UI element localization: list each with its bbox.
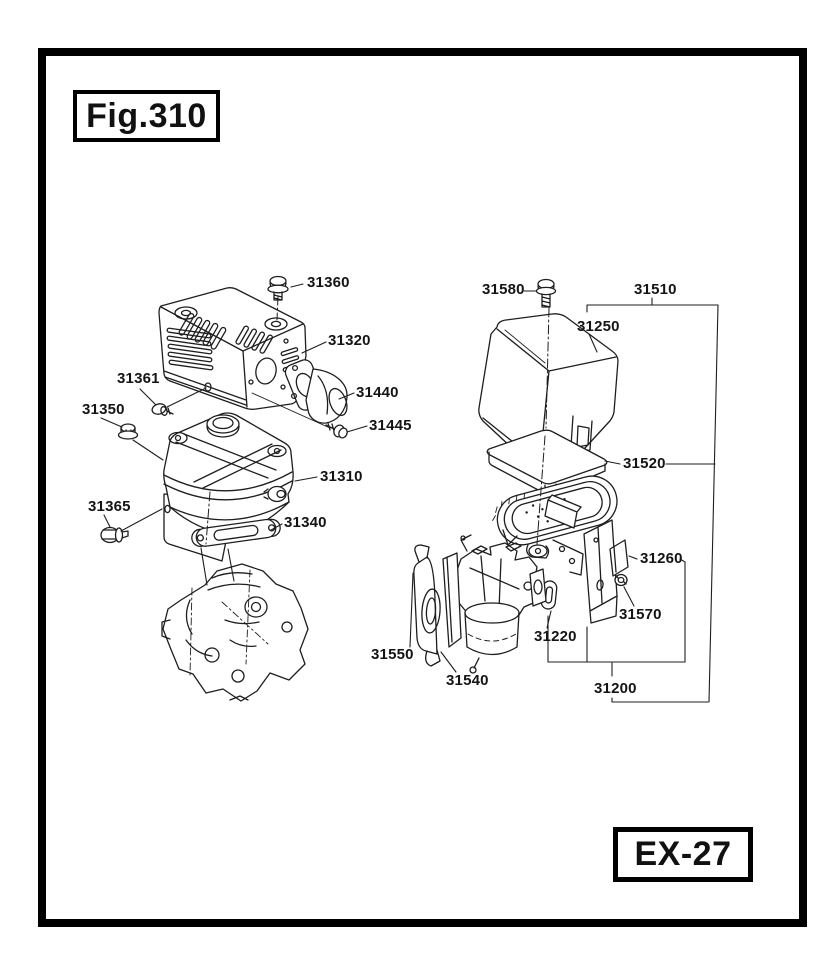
part-label-31510: 31510 [634, 281, 677, 298]
part-label-31361: 31361 [117, 370, 160, 387]
cover-louvers-side [166, 327, 214, 371]
bracket-nut-drawing [614, 573, 628, 587]
part-label-31320: 31320 [328, 332, 371, 349]
figure-number-box: Fig.310 [73, 90, 220, 142]
muffler-gasket-drawing [191, 518, 281, 548]
cover-screw-drawing [151, 403, 174, 416]
muffler-cover-drawing [158, 287, 307, 410]
page-code: EX-27 [634, 835, 732, 873]
page-border [38, 48, 807, 927]
part-label-31365: 31365 [88, 498, 131, 515]
bracket-plate-drawing [609, 539, 629, 577]
leader-lines [100, 283, 719, 703]
page-code-box: EX-27 [613, 827, 753, 882]
cover-louvers-top-right [235, 325, 274, 354]
pipe-bolt-drawing [251, 392, 348, 439]
part-label-31360: 31360 [307, 274, 350, 291]
part-label-31520: 31520 [623, 455, 666, 472]
choke-plate-drawing [413, 544, 462, 667]
air-cleaner-cover-drawing [478, 313, 619, 468]
flange-nut-drawing [117, 423, 139, 440]
muffler-body-drawing [163, 412, 294, 562]
figure-number: Fig.310 [86, 96, 207, 135]
part-label-31200: 31200 [594, 680, 637, 697]
air-cleaner-bolt-drawing [535, 278, 557, 308]
part-label-31220: 31220 [534, 628, 577, 645]
part-label-31550: 31550 [371, 646, 414, 663]
part-label-31350: 31350 [82, 401, 125, 418]
part-label-31260: 31260 [640, 550, 683, 567]
engine-block-drawing [161, 563, 309, 702]
center-lines [205, 295, 550, 545]
part-label-31445: 31445 [369, 417, 412, 434]
body-bolt-drawing [100, 526, 129, 544]
part-label-31440: 31440 [356, 384, 399, 401]
part-label-31570: 31570 [619, 606, 662, 623]
part-label-31580: 31580 [482, 281, 525, 298]
air-cleaner-base-drawing [492, 475, 618, 624]
carburetor-drawing [452, 534, 547, 674]
part-label-31340: 31340 [284, 514, 327, 531]
muffler-pipe-drawing [284, 359, 348, 424]
part-label-31250: 31250 [577, 318, 620, 335]
part-label-31540: 31540 [446, 672, 489, 689]
muffler-cover-bolt-drawing [267, 275, 289, 301]
part-label-31310: 31310 [320, 468, 363, 485]
